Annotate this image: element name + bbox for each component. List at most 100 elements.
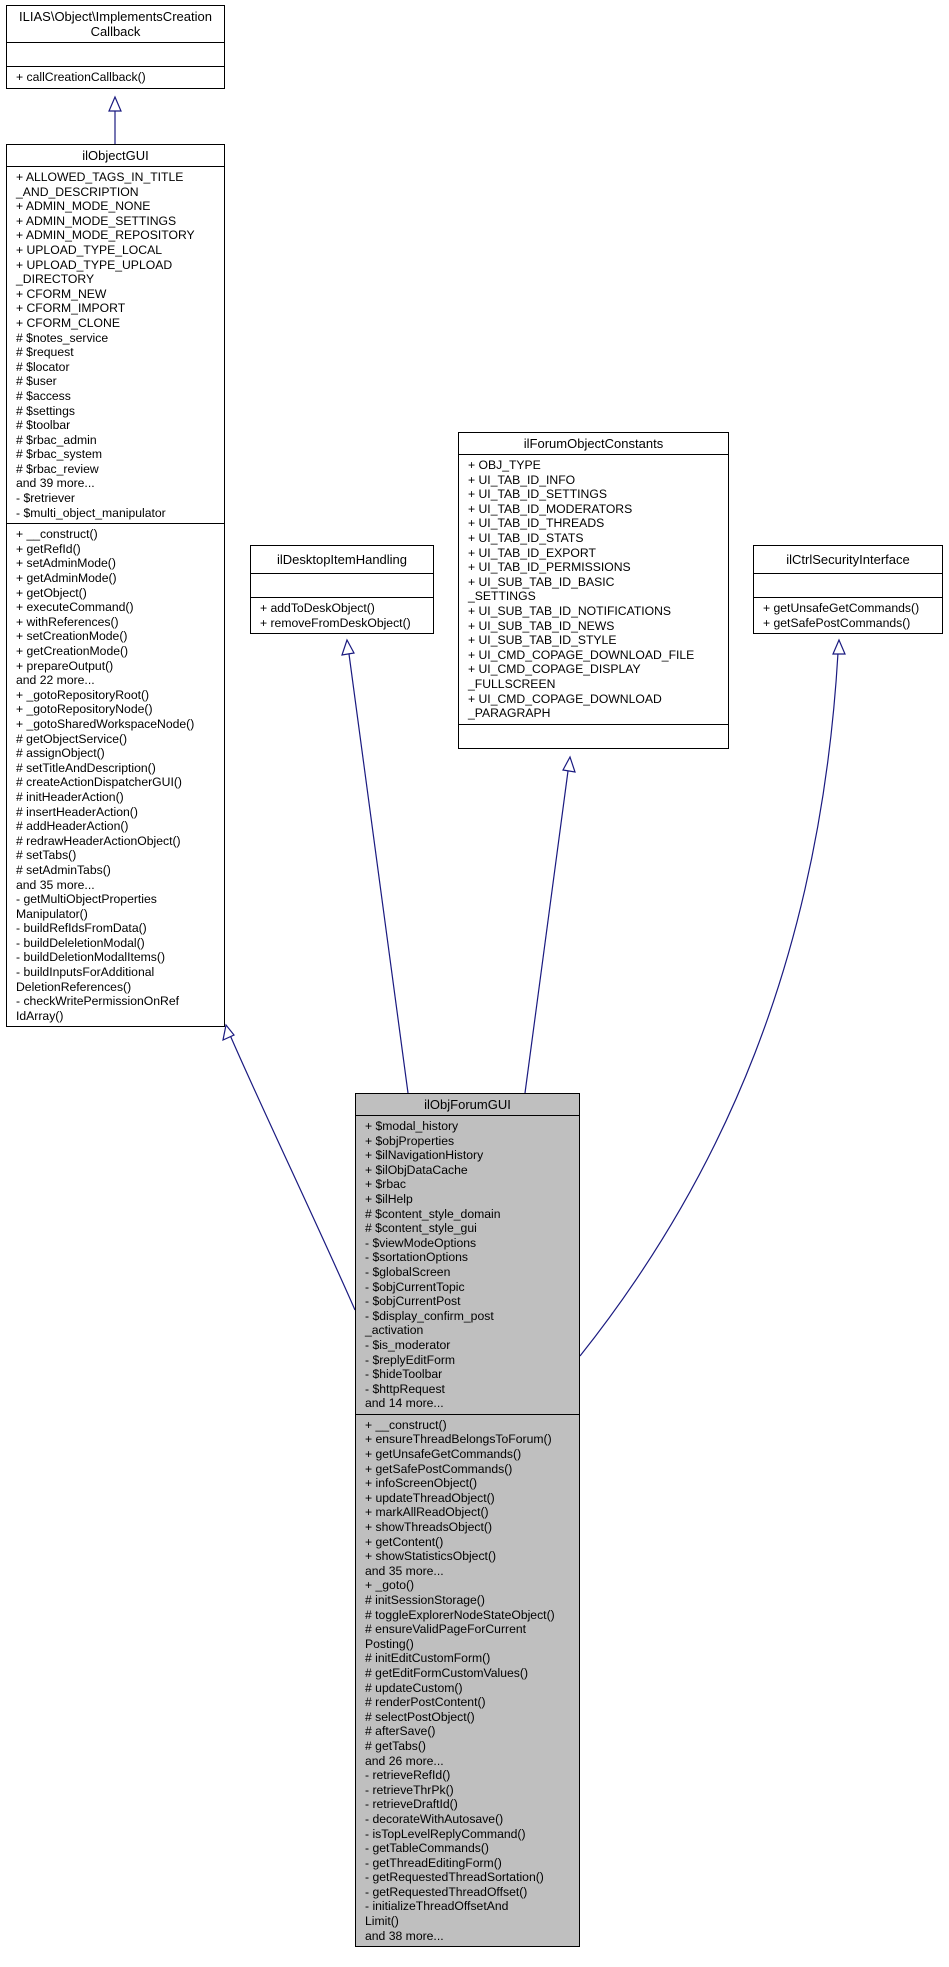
attribute: + UI_TAB_ID_PERMISSIONS — [468, 560, 631, 575]
class-implements-creation-callback[interactable]: ILIAS\Object\ImplementsCreation Callback… — [6, 5, 225, 89]
method: # redrawHeaderActionObject() — [16, 833, 181, 848]
inheritance-arrowhead — [832, 638, 846, 655]
attribute: - $globalScreen — [365, 1264, 451, 1279]
attribute: - $hideToolbar — [365, 1367, 443, 1382]
method: - buildInputsForAdditional — [16, 965, 155, 980]
attribute: _activation — [365, 1323, 424, 1338]
attributes-section: + $modal_history + $objProperties + $ilN… — [356, 1115, 579, 1414]
attribute: # $rbac_admin — [16, 432, 97, 447]
attribute: # $toolbar — [16, 418, 71, 433]
method: + callCreationCallback() — [16, 70, 146, 84]
attribute: + UI_TAB_ID_SETTINGS — [468, 487, 607, 502]
method: - getRequestedThreadOffset() — [365, 1884, 528, 1899]
method: + setAdminMode() — [16, 556, 116, 571]
method: # setTabs() — [16, 848, 77, 863]
method: + addToDeskObject() — [260, 601, 375, 615]
methods-section: + addToDeskObject() + removeFromDeskObje… — [251, 597, 433, 633]
attribute: + ADMIN_MODE_REPOSITORY — [16, 228, 195, 243]
attribute: + CFORM_CLONE — [16, 315, 120, 330]
edge-ilobjforumgui-to-ilctrlsecurityinterface — [579, 652, 839, 1357]
method: + getSafePostCommands() — [365, 1461, 513, 1476]
attribute: + UI_SUB_TAB_ID_NOTIFICATIONS — [468, 603, 672, 618]
method: + getContent() — [365, 1534, 444, 1549]
method: + _goto() — [365, 1578, 415, 1593]
method: + _gotoRepositoryNode() — [16, 702, 153, 717]
attribute: + UI_CMD_COPAGE_DOWNLOAD — [468, 691, 662, 706]
attribute: + UI_SUB_TAB_ID_BASIC — [468, 574, 615, 589]
method: + __construct() — [16, 527, 98, 542]
attribute: + CFORM_NEW — [16, 286, 107, 301]
method: + updateThreadObject() — [365, 1490, 495, 1505]
method: # insertHeaderAction() — [16, 804, 138, 819]
method: + markAllReadObject() — [365, 1505, 489, 1520]
method: - isTopLevelReplyCommand() — [365, 1826, 526, 1841]
attribute: + OBJ_TYPE — [468, 458, 541, 472]
method: + __construct() — [365, 1417, 447, 1432]
attribute: # $settings — [16, 403, 75, 418]
attribute: - $objCurrentPost — [365, 1294, 461, 1309]
method: + getUnsafeGetCommands() — [365, 1447, 522, 1462]
method: # initHeaderAction() — [16, 789, 124, 804]
class-name: ilObjForumGUI — [356, 1094, 579, 1115]
class-ildesktopitemhandling[interactable]: ilDesktopItemHandling + addToDeskObject(… — [250, 545, 434, 635]
class-name-line: ilCtrlSecurityInterface — [786, 552, 910, 567]
method: # initEditCustomForm() — [365, 1651, 491, 1666]
method: and 35 more... — [365, 1563, 444, 1578]
method: + prepareOutput() — [16, 658, 114, 673]
class-ilforumobjectconstants[interactable]: ilForumObjectConstants + OBJ_TYPE + UI_T… — [458, 432, 729, 749]
class-ilobjforumgui[interactable]: ilObjForumGUI + $modal_history + $objPro… — [355, 1093, 580, 1948]
method: + withReferences() — [16, 614, 119, 629]
attribute: + UI_TAB_ID_INFO — [468, 472, 576, 487]
attributes-section — [251, 573, 433, 597]
method: + showThreadsObject() — [365, 1520, 493, 1535]
method: + getRefId() — [16, 541, 81, 556]
attribute: _DIRECTORY — [16, 272, 95, 287]
attribute: + UI_CMD_COPAGE_DOWNLOAD_FILE — [468, 647, 695, 662]
method: + showStatisticsObject() — [365, 1549, 497, 1564]
method: - decorateWithAutosave() — [365, 1811, 504, 1826]
attribute: + ADMIN_MODE_NONE — [16, 199, 151, 214]
attribute: - $replyEditForm — [365, 1352, 456, 1367]
attribute: + UI_SUB_TAB_ID_NEWS — [468, 618, 615, 633]
class-name-line: ilDesktopItemHandling — [276, 552, 408, 567]
method: # afterSave() — [365, 1724, 436, 1739]
methods-section: + callCreationCallback() — [7, 66, 224, 88]
attribute: - $viewModeOptions — [365, 1235, 477, 1250]
method: - getTableCommands() — [365, 1841, 489, 1856]
class-name: ilForumObjectConstants — [459, 433, 728, 454]
inheritance-arrowhead — [562, 755, 576, 773]
edge-ilobjforumgui-to-ilforumobjectconstants — [524, 770, 569, 1094]
attribute: + $ilNavigationHistory — [365, 1148, 484, 1163]
inheritance-arrowhead — [108, 95, 122, 112]
attribute: # $request — [16, 345, 74, 360]
class-name: ilObjectGUI — [7, 145, 224, 166]
attribute: # $content_style_gui — [365, 1221, 477, 1236]
class-ilctrlsecurityinterface[interactable]: ilCtrlSecurityInterface + getUnsafeGetCo… — [753, 545, 943, 635]
method: - buildDeletionModalItems() — [16, 950, 166, 965]
attribute: # $notes_service — [16, 330, 109, 345]
method: # getEditFormCustomValues() — [365, 1665, 529, 1680]
method: DeletionReferences() — [16, 979, 132, 994]
class-ilobjectgui[interactable]: ilObjectGUI + ALLOWED_TAGS_IN_TITLE _AND… — [6, 144, 225, 1028]
inheritance-arrowhead — [222, 1023, 235, 1042]
method: - retrieveThrPk() — [365, 1782, 454, 1797]
attribute: + UPLOAD_TYPE_LOCAL — [16, 242, 162, 257]
attribute: + $ilObjDataCache — [365, 1162, 468, 1177]
method: # initSessionStorage() — [365, 1593, 485, 1607]
method: # setAdminTabs() — [16, 862, 111, 877]
attribute: + UI_TAB_ID_THREADS — [468, 516, 605, 531]
method: - getThreadEditingForm() — [365, 1855, 502, 1870]
method: # getTabs() — [365, 1738, 426, 1753]
methods-section: + __construct() + getRefId() + setAdminM… — [7, 523, 224, 1026]
method: - buildDeleletionModal() — [16, 935, 145, 950]
class-name-line: ILIAS\Object\ImplementsCreation — [19, 9, 212, 24]
method: # getObjectService() — [16, 731, 128, 746]
method: Posting() — [365, 1636, 414, 1651]
attribute: # $locator — [16, 359, 70, 374]
attribute: + UI_TAB_ID_EXPORT — [468, 545, 596, 560]
attribute: _PARAGRAPH — [468, 706, 551, 721]
method: # updateCustom() — [365, 1680, 463, 1695]
method: IdArray() — [16, 1008, 64, 1023]
attribute: and 14 more... — [365, 1396, 444, 1411]
